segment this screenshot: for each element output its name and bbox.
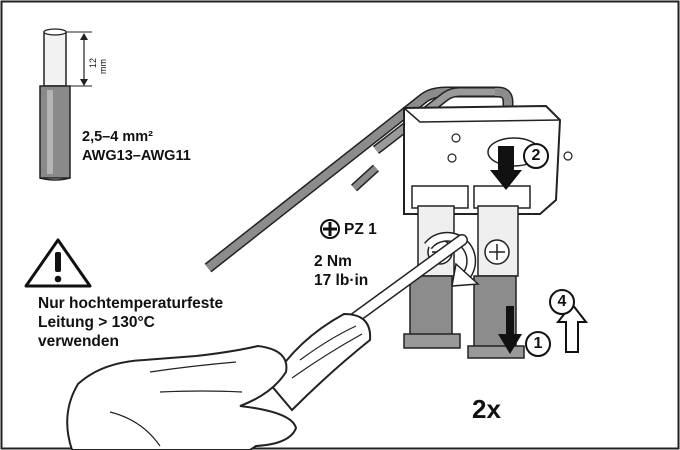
step-4-badge	[549, 289, 575, 315]
release-arrow-icon	[555, 302, 589, 353]
screwdriver-bit: PZ 1	[344, 221, 377, 238]
wire-gauge: AWG13–AWG11	[82, 148, 191, 164]
press-arrow-icon	[498, 306, 522, 354]
warning-line-2: Leitung > 130°C	[38, 314, 155, 331]
phillips-screw-icon	[320, 219, 340, 239]
strip-length-value: 12	[88, 57, 98, 68]
insert-arrow-icon	[490, 146, 522, 190]
quantity-multiplier: 2x	[472, 394, 501, 424]
step-1-badge	[525, 331, 551, 357]
hand-illustration	[66, 344, 298, 450]
torque-metric: 2 Nm	[314, 253, 352, 270]
stripped-wire-icon	[39, 28, 92, 181]
step-1-number: 1	[533, 335, 543, 352]
torque-imperial: 17 lb·in	[314, 272, 369, 289]
terminal-block	[403, 104, 573, 359]
wire-cross-section: 2,5–4 mm²	[82, 129, 153, 145]
step-2-number: 2	[531, 147, 541, 164]
warning-line-3: verwenden	[38, 333, 119, 350]
step-2-badge	[523, 143, 549, 169]
step-4-number: 4	[557, 293, 567, 310]
screwdriver-icon	[268, 234, 468, 412]
strip-length-unit: mm	[98, 59, 108, 74]
warning-triangle-icon	[24, 238, 92, 288]
warning-line-1: Nur hochtemperaturfeste	[38, 295, 224, 312]
